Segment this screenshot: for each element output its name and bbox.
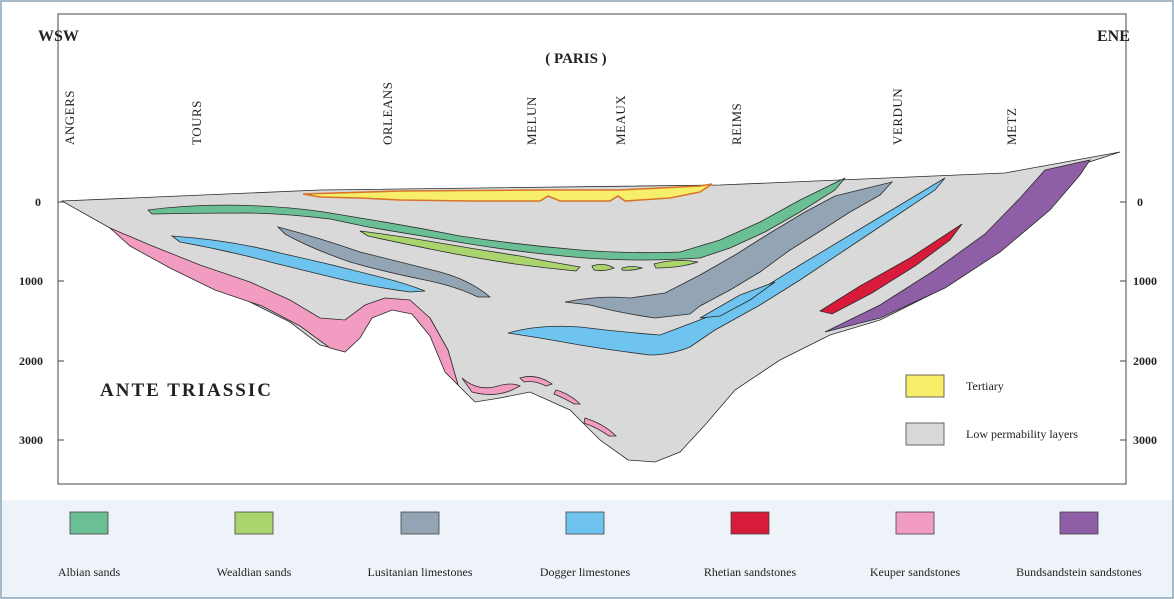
city-reims: REIMS (729, 103, 744, 145)
section-frame (57, 13, 1127, 485)
west-orientation-label: WSW (38, 28, 79, 45)
albian-sands (147, 177, 846, 261)
city-angers: ANGERS (62, 90, 77, 145)
left-tick-label-0: 0 (35, 195, 41, 209)
low-permeability-swatch (905, 422, 945, 446)
left-tick-label-1000: 1000 (19, 274, 43, 288)
rhetian-sandstones-swatch (730, 511, 770, 535)
city-verdun: VERDUN (890, 88, 905, 145)
lusitanian-limestones-swatch (400, 511, 440, 535)
dogger-limestones-label: Dogger limestones (540, 565, 631, 579)
right-depth-axis: 0 1000 2000 3000 (1120, 195, 1157, 447)
low-permeability-legend-label: Low permability layers (966, 427, 1078, 441)
ante-triassic-label: ANTE TRIASSIC (100, 380, 273, 401)
keuper-lens-2 (519, 376, 553, 387)
wealdian-sands (359, 230, 581, 272)
paris-label: ( PARIS ) (545, 51, 606, 67)
lusitanian-limestones-east (564, 181, 894, 319)
wealdian-sands-swatch (234, 511, 274, 535)
bundsandstein-sandstones-label: Bundsandstein sandstones (1016, 565, 1142, 579)
dogger-limestones-west (170, 235, 426, 293)
dogger-limestones-main (507, 177, 946, 356)
rhetian-sandstones (818, 223, 963, 315)
wealdian-lens-1 (591, 264, 615, 272)
keuper-sandstones-west (109, 227, 459, 387)
keuper-lens-4 (583, 417, 617, 437)
layer-legend: Albian sands Wealdian sands Lusitanian l… (58, 511, 1142, 579)
east-orientation-label: ENE (1097, 28, 1130, 45)
right-tick-label-0: 0 (1137, 195, 1143, 209)
keuper-lens-1 (461, 377, 521, 395)
section-body (60, 151, 1121, 463)
tertiary-legend-label: Tertiary (966, 379, 1004, 393)
rhetian-sandstones-label: Rhetian sandstones (704, 565, 797, 579)
dogger-limestones-swatch (565, 511, 605, 535)
right-tick-label-3000: 3000 (1133, 433, 1157, 447)
lusitanian-limestones-west (276, 226, 492, 298)
tertiary-cap (302, 183, 713, 202)
city-meaux: MEAUX (613, 95, 628, 145)
city-tours: TOURS (189, 100, 204, 145)
albian-sands-label: Albian sands (58, 565, 121, 579)
right-tick-label-2000: 2000 (1133, 354, 1157, 368)
bundsandstein-sandstones-swatch (1059, 511, 1099, 535)
tertiary-swatch (905, 374, 945, 398)
lusitanian-limestones-label: Lusitanian limestones (368, 565, 473, 579)
wealdian-sands-label: Wealdian sands (217, 565, 292, 579)
keuper-sandstones-swatch (895, 511, 935, 535)
city-metz: METZ (1004, 108, 1019, 145)
left-tick-label-2000: 2000 (19, 354, 43, 368)
keuper-lens-3 (553, 389, 581, 405)
city-melun: MELUN (524, 96, 539, 145)
city-orleans: ORLEANS (380, 82, 395, 145)
inset-legend: Tertiary Low permability layers (905, 374, 1078, 446)
wealdian-lens-3 (653, 260, 699, 269)
dogger-limestones-finger (699, 281, 776, 319)
albian-sands-swatch (69, 511, 109, 535)
city-labels: ANGERS TOURS ORLEANS MELUN MEAUX REIMS V… (62, 82, 1019, 145)
keuper-sandstones-label: Keuper sandstones (870, 565, 961, 579)
bundsandstein-sandstones-east (824, 159, 1091, 333)
right-tick-label-1000: 1000 (1133, 274, 1157, 288)
left-tick-label-3000: 3000 (19, 433, 43, 447)
wealdian-lens-2 (621, 266, 644, 271)
